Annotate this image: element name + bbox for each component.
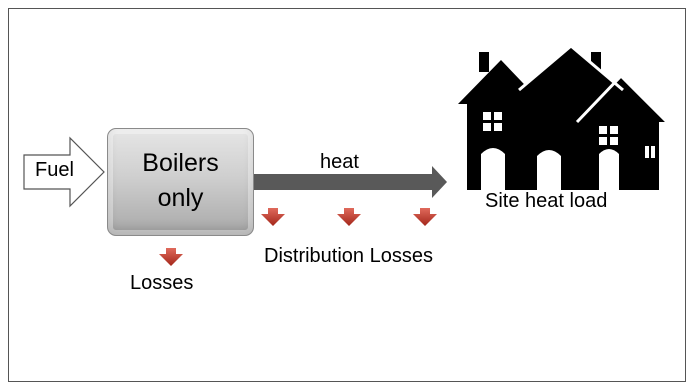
boilers-box: Boilers only xyxy=(107,128,254,236)
boiler-losses-label: Losses xyxy=(130,272,194,294)
site-heat-load-label: Site heat load xyxy=(483,190,610,213)
boilers-label-line1: Boilers xyxy=(142,149,219,177)
boilers-label-line2: only xyxy=(157,184,204,212)
fuel-arrow xyxy=(23,136,105,208)
heat-arrow xyxy=(254,166,447,198)
loss-arrow-1-icon xyxy=(261,208,285,226)
boiler-loss-arrow-icon xyxy=(159,248,183,266)
heat-label: heat xyxy=(320,151,359,173)
distribution-loss-arrows xyxy=(159,208,437,266)
fuel-label: Fuel xyxy=(35,159,74,181)
loss-arrow-3-icon xyxy=(413,208,437,226)
houses-icon xyxy=(458,44,669,190)
loss-arrow-2-icon xyxy=(337,208,361,226)
distribution-losses-label: Distribution Losses xyxy=(264,245,433,267)
